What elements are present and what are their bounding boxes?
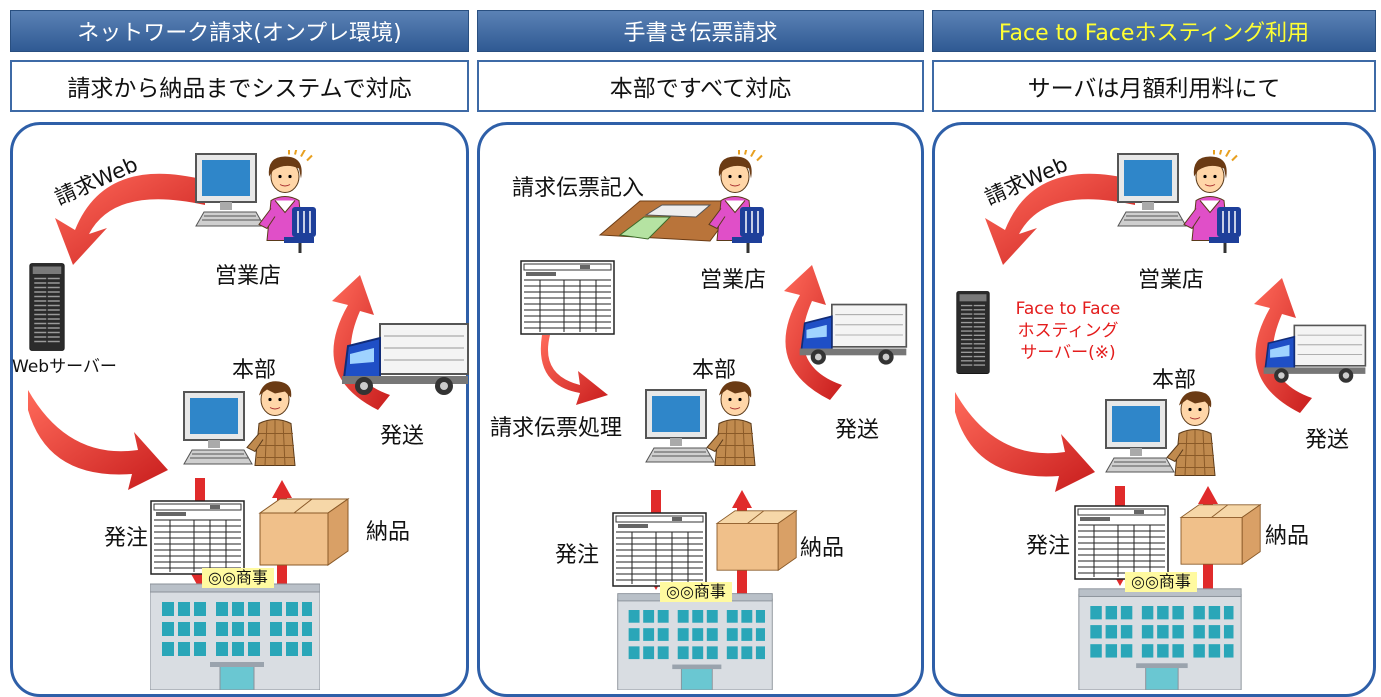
building-icon xyxy=(610,590,780,690)
column-header-hosting: Face to Faceホスティング利用 xyxy=(932,10,1376,52)
order-form-icon xyxy=(612,512,707,587)
hosting-server-label: Face to Face ホスティング サーバー(※) xyxy=(1003,298,1133,364)
deliver-label: 納品 xyxy=(1265,524,1310,549)
chair-icon xyxy=(280,205,320,255)
company-plate: ◎◎商事 xyxy=(660,582,732,602)
truck-icon xyxy=(1262,322,1367,387)
package-icon xyxy=(708,508,798,573)
ship-label: 発送 xyxy=(1305,428,1350,453)
order-label: 発注 xyxy=(1026,534,1071,559)
curved-arrow-web xyxy=(55,173,205,265)
building-icon xyxy=(150,580,320,690)
column-header-handwritten: 手書き伝票請求 xyxy=(477,10,924,52)
package-icon xyxy=(1172,502,1262,567)
curved-arrow-ship xyxy=(1254,278,1312,413)
chair-icon xyxy=(728,205,768,255)
order-form-icon xyxy=(150,500,245,575)
package-icon xyxy=(250,497,350,567)
hq-man-icon xyxy=(1165,385,1225,480)
building-icon xyxy=(1075,585,1245,690)
hq-label: 本部 xyxy=(692,358,737,383)
hosting-server-line1: Face to Face xyxy=(1015,299,1121,319)
order-form-icon xyxy=(1074,505,1169,580)
truck-icon xyxy=(798,300,908,370)
column-subheader-handwritten: 本部ですべて対応 xyxy=(477,60,924,112)
truck-icon xyxy=(340,320,470,400)
chair-icon xyxy=(1205,205,1245,255)
curved-arrow-ship xyxy=(784,265,842,400)
hq-label: 本部 xyxy=(1152,368,1197,393)
deliver-label: 納品 xyxy=(800,536,845,561)
hq-man-icon xyxy=(245,375,305,470)
ship-label: 発送 xyxy=(380,424,425,449)
curved-arrow-to-hq xyxy=(28,390,168,490)
server-icon xyxy=(948,290,998,375)
column-subheader-network: 請求から納品までシステムで対応 xyxy=(10,60,469,112)
column-header-network: ネットワーク請求(オンプレ環境) xyxy=(10,10,469,52)
server-label: Webサーバー xyxy=(12,357,117,377)
hq-label: 本部 xyxy=(232,358,277,383)
column-subheader-hosting: サーバは月額利用料にて xyxy=(932,60,1376,112)
store-label: 営業店 xyxy=(1138,268,1205,293)
order-label: 発注 xyxy=(104,526,149,551)
invoice-form-icon xyxy=(520,260,615,335)
server-icon xyxy=(22,262,72,352)
store-label: 営業店 xyxy=(700,268,767,293)
curved-arrow-process xyxy=(540,335,608,405)
desk-icon xyxy=(598,200,741,242)
store-label: 営業店 xyxy=(215,264,282,289)
process-label: 請求伝票処理 xyxy=(490,416,623,441)
entry-label: 請求伝票記入 xyxy=(512,176,645,201)
hosting-server-line2: ホスティング xyxy=(1017,321,1119,341)
ship-label: 発送 xyxy=(835,418,880,443)
hosting-server-line3: サーバー(※) xyxy=(1020,343,1116,363)
hq-man-icon xyxy=(705,375,765,470)
curved-arrow-web xyxy=(985,173,1135,265)
curved-arrow-to-hq xyxy=(955,392,1095,492)
company-plate: ◎◎商事 xyxy=(202,568,274,588)
deliver-label: 納品 xyxy=(366,520,411,545)
order-label: 発注 xyxy=(555,543,600,568)
company-plate: ◎◎商事 xyxy=(1125,572,1197,592)
